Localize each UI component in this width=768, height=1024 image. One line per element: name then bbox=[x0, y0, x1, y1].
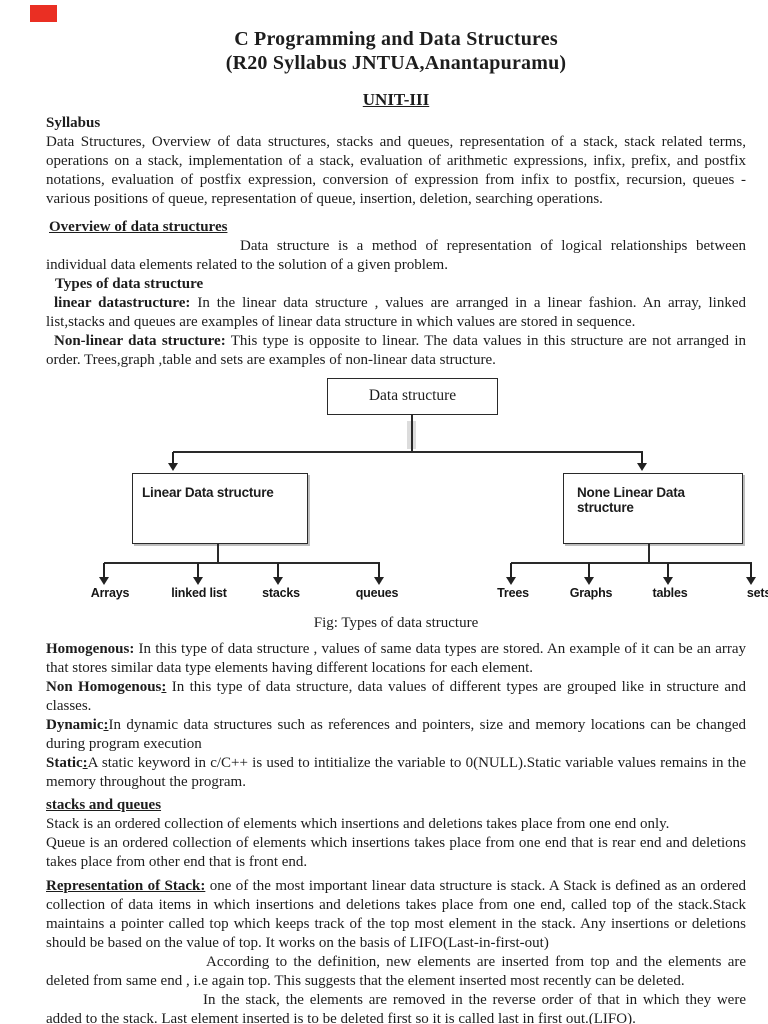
linear-paragraph: linear datastructure: In the linear data… bbox=[46, 294, 746, 332]
document-title: C Programming and Data Structures (R20 S… bbox=[46, 27, 746, 75]
title-line-1: C Programming and Data Structures bbox=[234, 28, 558, 50]
homogenous-text: In this type of data structure , values … bbox=[46, 641, 746, 676]
static-text: A static keyword in c/C++ is used to int… bbox=[46, 755, 746, 790]
dynamic-label: Dynamic bbox=[46, 717, 104, 733]
nonlinear-stem-line bbox=[648, 544, 650, 562]
homogenous-label: Homogenous: bbox=[46, 641, 135, 657]
definition-dynamic: Dynamic:In dynamic data structures such … bbox=[46, 716, 746, 754]
nonlinear-paragraph: Non-linear data structure: This type is … bbox=[46, 332, 746, 370]
arrow-to-linked-list bbox=[193, 563, 202, 585]
arrow-to-arrays bbox=[99, 563, 108, 585]
arrow-to-queues bbox=[374, 563, 383, 585]
arrow-to-nonlinear-box bbox=[637, 452, 646, 471]
arrow-to-graphs bbox=[584, 563, 593, 585]
linear-stem-line bbox=[217, 544, 219, 562]
overview-heading: Overview of data structures bbox=[49, 219, 228, 235]
representation-paragraph-2: According to the definition, new element… bbox=[46, 954, 746, 989]
definition-homogenous: Homogenous: In this type of data structu… bbox=[46, 640, 746, 678]
linear-leaves-connector bbox=[104, 562, 380, 564]
nonlinear-text: This type is opposite to linear. The dat… bbox=[46, 333, 746, 368]
leaf-queues: queues bbox=[355, 586, 399, 600]
representation-text: one of the most important linear data st… bbox=[46, 878, 746, 951]
dynamic-text: In dynamic data structures such as refer… bbox=[46, 717, 746, 752]
types-diagram: Data structure Linear Data structure Non… bbox=[46, 372, 768, 608]
leaf-sets: sets bbox=[746, 586, 768, 600]
leaf-linked-list: linked list bbox=[171, 586, 227, 600]
dynamic-colon: : bbox=[103, 717, 109, 733]
nonlinear-label: Non-linear data structure: bbox=[54, 333, 226, 349]
leaf-tables: tables bbox=[652, 586, 688, 600]
non-homogenous-text: In this type of data structure, data val… bbox=[46, 679, 746, 714]
arrow-to-stacks bbox=[273, 563, 282, 585]
arrow-to-tables bbox=[663, 563, 672, 585]
root-stem-line bbox=[411, 415, 413, 451]
title-line-2: (R20 Syllabus JNTUA,Anantapuramu) bbox=[225, 52, 567, 74]
red-marker bbox=[30, 5, 57, 22]
leaf-graphs: Graphs bbox=[569, 586, 613, 600]
leaf-trees: Trees bbox=[497, 586, 529, 600]
definition-non-homogenous: Non Homogenous: In this type of data str… bbox=[46, 678, 746, 716]
syllabus-heading: Syllabus bbox=[46, 115, 101, 131]
leaf-arrays: Arrays bbox=[90, 586, 130, 600]
syllabus-paragraph: Data Structures, Overview of data struct… bbox=[46, 134, 746, 207]
definitions-block: Homogenous: In this type of data structu… bbox=[46, 640, 746, 792]
level1-connector-line bbox=[173, 451, 643, 453]
representation-block: Representation of Stack: one of the most… bbox=[46, 877, 746, 1024]
stacks-queues-heading: stacks and queues bbox=[46, 797, 162, 813]
arrow-to-sets bbox=[746, 563, 755, 585]
linear-label: linear datastructure: bbox=[54, 295, 191, 311]
leaf-stacks: stacks bbox=[262, 586, 300, 600]
nonlinear-leaves-connector bbox=[511, 562, 752, 564]
types-heading: Types of data structure bbox=[55, 276, 204, 292]
representation-paragraph-3: In the stack, the elements are removed i… bbox=[46, 992, 746, 1024]
non-homogenous-label: Non Homogenous bbox=[46, 679, 162, 695]
overview-intro: Data structure is a method of representa… bbox=[46, 238, 746, 273]
representation-paragraph: Representation of Stack: one of the most… bbox=[46, 877, 746, 953]
linear-text: In the linear data structure , values ar… bbox=[46, 295, 746, 330]
stack-definition: Stack is an ordered collection of elemen… bbox=[46, 816, 670, 832]
diagram-nonlinear-box: None Linear Data structure bbox=[563, 473, 743, 544]
diagram-linear-box: Linear Data structure bbox=[132, 473, 308, 544]
diagram-root-box: Data structure bbox=[327, 378, 498, 415]
queue-definition: Queue is an ordered collection of elemen… bbox=[46, 835, 746, 870]
static-label: Static bbox=[46, 755, 83, 771]
arrow-to-trees bbox=[506, 563, 515, 585]
representation-label: Representation of Stack: bbox=[46, 878, 206, 894]
non-homogenous-colon: : bbox=[161, 679, 167, 695]
definition-static: Static:A static keyword in c/C++ is used… bbox=[46, 754, 746, 792]
static-colon: : bbox=[82, 755, 88, 771]
figure-caption: Fig: Types of data structure bbox=[313, 615, 479, 631]
arrow-to-linear-box bbox=[168, 452, 177, 471]
unit-heading: UNIT-III bbox=[362, 90, 430, 109]
